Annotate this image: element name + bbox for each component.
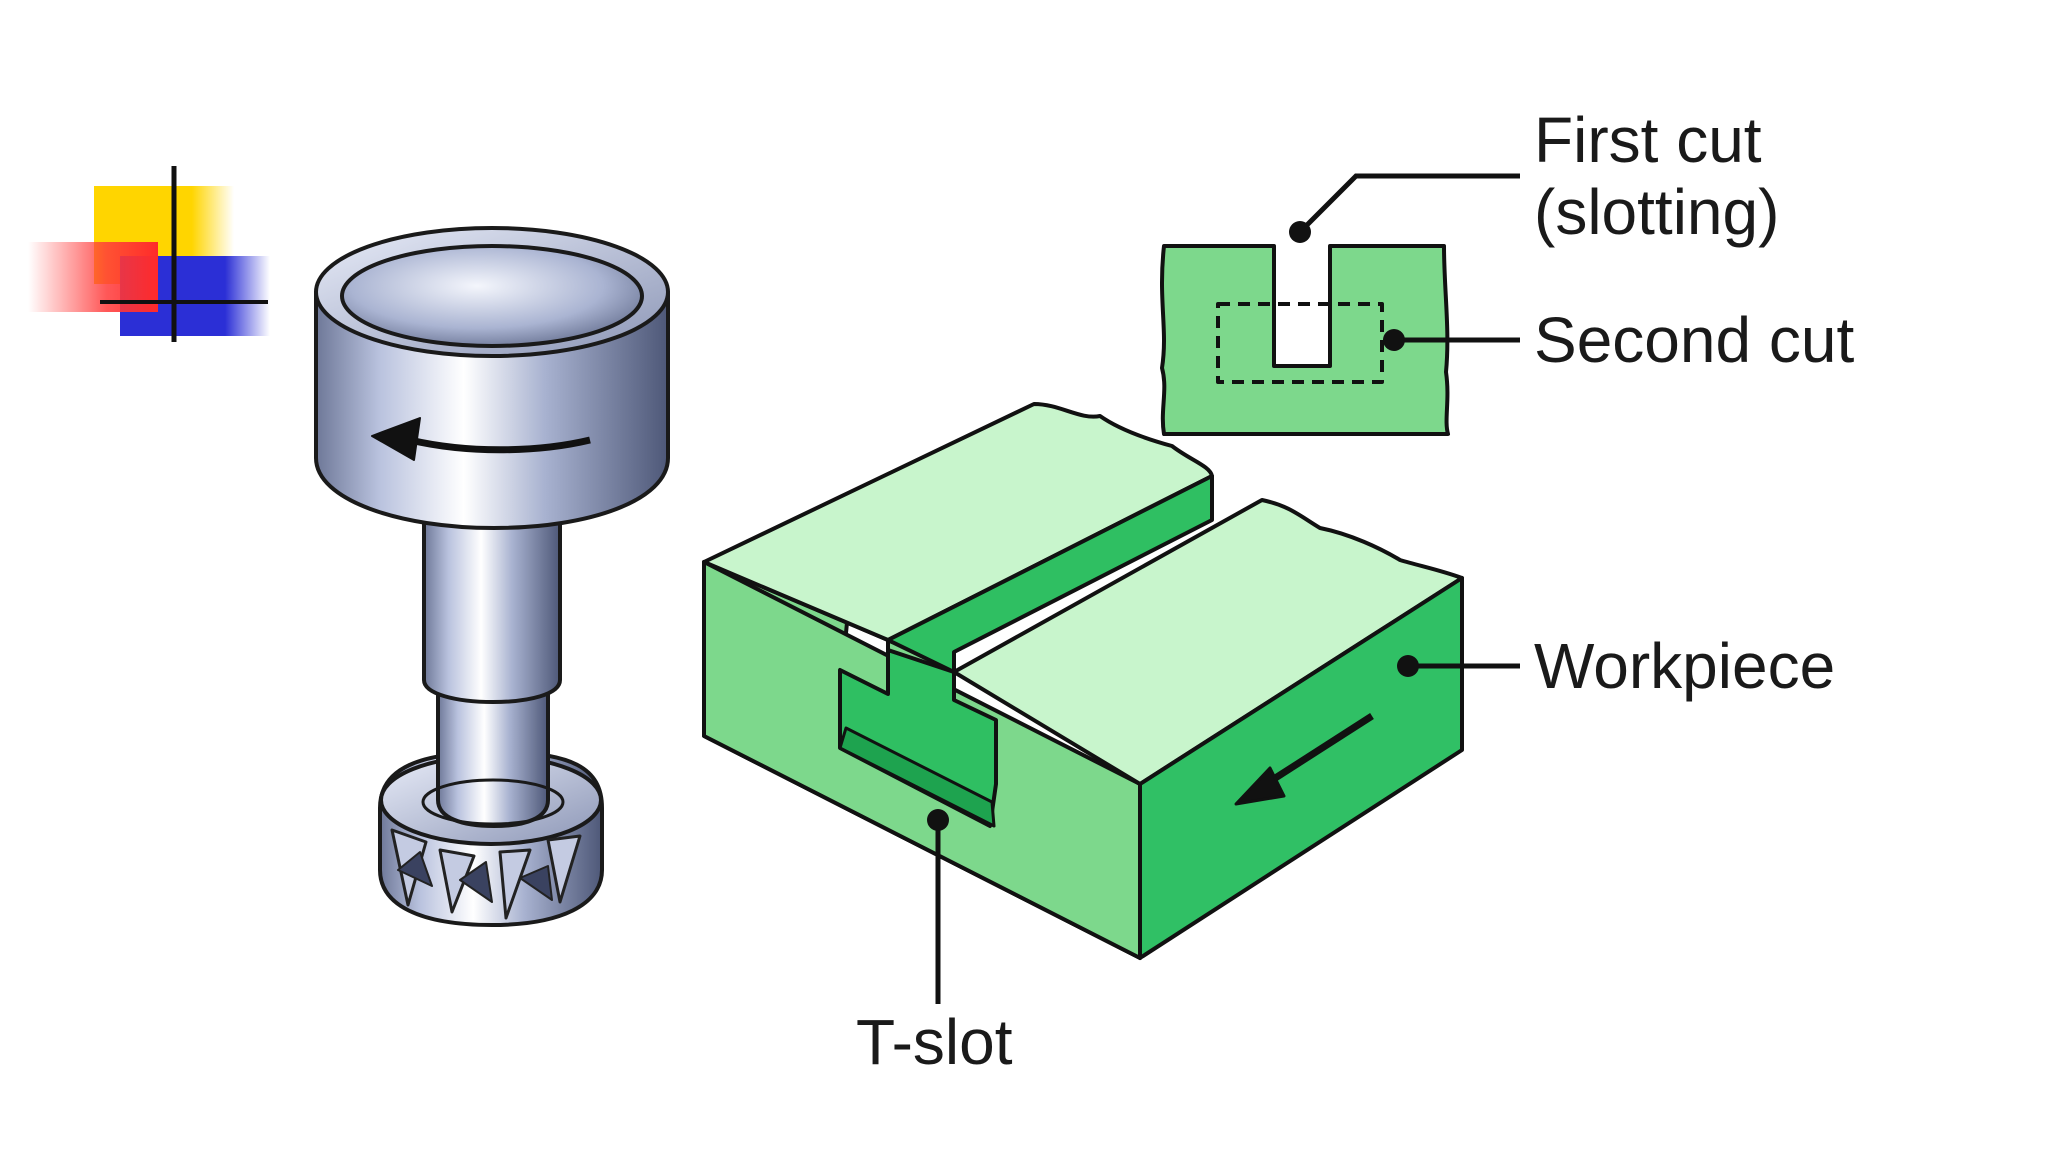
ppt-title-accent-squares-icon — [28, 166, 270, 342]
cutter-neck — [421, 688, 565, 828]
label-second-cut: Second cut — [1534, 304, 1854, 376]
cutter-holder-cup — [314, 226, 670, 530]
workpiece-top-right — [952, 498, 1464, 786]
label-t-slot: T-slot — [856, 1006, 1013, 1078]
label-slotting: (slotting) — [1534, 176, 1779, 248]
cross-section-inset — [1160, 244, 1450, 436]
label-first-cut: First cut — [1534, 104, 1762, 176]
rotation-arrow-icon — [371, 417, 421, 461]
cutter-shank — [422, 498, 562, 704]
workpiece-side-face — [1138, 576, 1464, 960]
workpiece-top-left — [702, 402, 1214, 642]
t-slot-cutter-tool — [314, 226, 670, 927]
label-workpiece: Workpiece — [1534, 630, 1835, 702]
second-cut-outline — [1216, 302, 1384, 384]
workpiece-block — [702, 402, 1464, 960]
feed-arrow-icon — [1234, 766, 1286, 806]
leader-lines — [935, 173, 1520, 1004]
leader-dots — [927, 221, 1419, 831]
